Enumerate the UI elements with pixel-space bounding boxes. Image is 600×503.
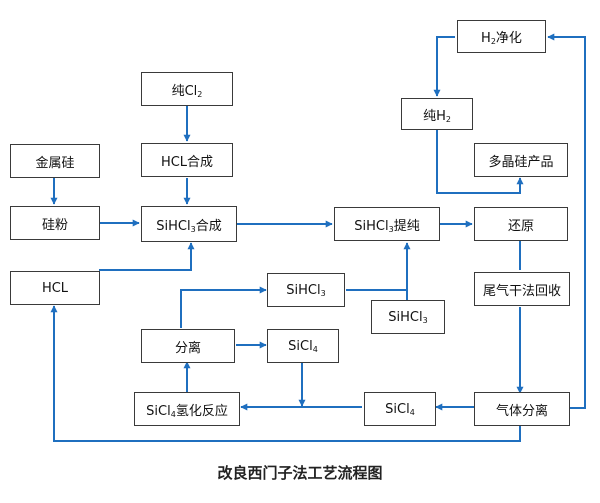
diagram-caption: 改良西门子法工艺流程图 — [217, 464, 383, 482]
node-gas-separation: 气体分离 — [474, 392, 570, 426]
node-label: SiHCl3合成 — [156, 218, 222, 234]
node-pure-cl2: 纯Cl2 — [141, 72, 233, 106]
node-metal-silicon: 金属硅 — [10, 144, 100, 178]
node-sihcl3-lower: SiHCl3 — [371, 300, 445, 334]
node-label: 还原 — [507, 218, 534, 234]
node-silicon-powder: 硅粉 — [10, 206, 100, 240]
node-sicl4-right: SiCl4 — [364, 392, 436, 426]
node-label: SiHCl3提纯 — [354, 218, 420, 234]
node-sihcl3-upper: SiHCl3 — [267, 273, 345, 307]
node-label: 硅粉 — [41, 217, 68, 233]
node-label: H2净化 — [481, 31, 522, 46]
node-label: SiCl4 — [385, 401, 415, 417]
arrow-gassep-to-hcl — [50, 305, 521, 442]
node-pure-h2: 纯H2 — [401, 98, 473, 130]
node-label: 纯H2 — [423, 108, 451, 124]
node-label: SiHCl3 — [286, 282, 326, 298]
node-label: SiCl4氢化反应 — [146, 403, 228, 419]
node-label: 纯Cl2 — [171, 83, 203, 99]
node-label: 尾气干法回收 — [482, 283, 561, 299]
arrow-pureh2-to-reduction — [436, 130, 524, 194]
node-h2-purification: H2净化 — [457, 20, 546, 53]
node-label: 多晶硅产品 — [488, 154, 554, 170]
node-separation: 分离 — [141, 329, 235, 363]
node-label: 气体分离 — [495, 403, 548, 419]
arrow-separation-to-sihcl3 — [180, 286, 267, 328]
node-sicl4-mid: SiCl4 — [267, 329, 339, 363]
node-tail-gas-recovery: 尾气干法回收 — [474, 272, 570, 306]
node-polysilicon-product: 多晶硅产品 — [474, 143, 568, 177]
node-label: HCL — [41, 280, 69, 296]
node-sihcl3-synthesis: SiHCl3合成 — [141, 206, 237, 242]
arrow-sihcl3-to-purify — [346, 242, 411, 291]
node-label: SiHCl3 — [388, 309, 428, 325]
node-sihcl3-purification: SiHCl3提纯 — [334, 207, 440, 241]
node-reduction: 还原 — [474, 207, 568, 241]
arrow-h2purify-to-pureh2 — [433, 36, 455, 97]
arrow-gassep-to-h2purify — [547, 33, 586, 409]
node-label: HCL合成 — [160, 154, 214, 170]
node-label: 分离 — [174, 340, 201, 356]
node-label: SiCl4 — [288, 338, 318, 354]
node-label: 金属硅 — [35, 155, 75, 171]
node-hcl-synthesis: HCL合成 — [141, 143, 233, 177]
node-sicl4-hydrogenation: SiCl4氢化反应 — [134, 392, 240, 426]
node-hcl-recycle: HCL — [10, 271, 100, 305]
arrow-hcl-to-synth-loop — [99, 242, 195, 271]
